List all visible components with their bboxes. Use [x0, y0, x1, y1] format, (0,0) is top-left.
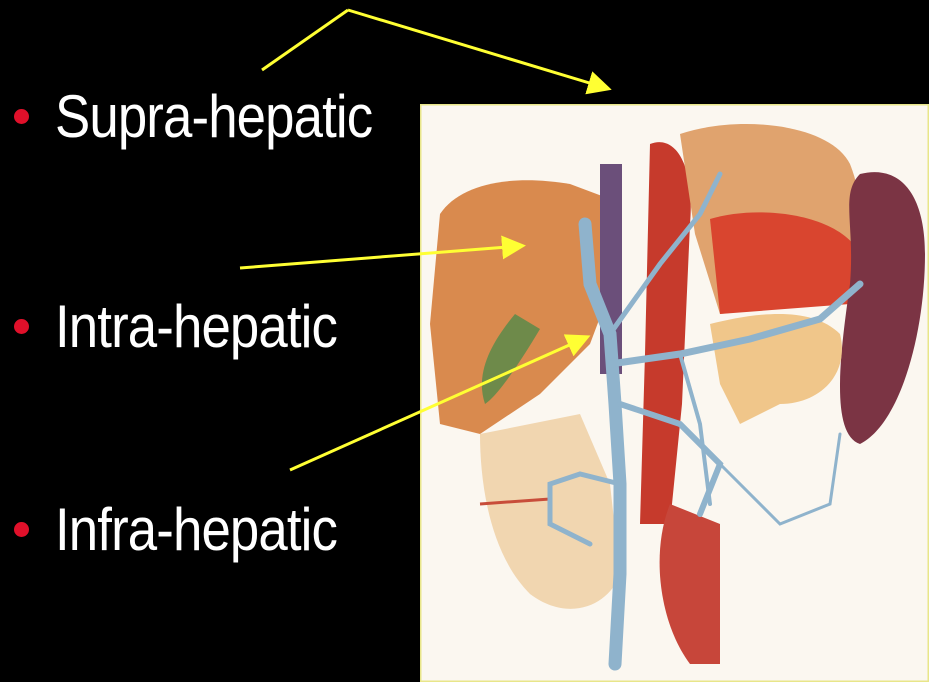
anatomy-illustration [420, 104, 929, 682]
bullet-label-intra-hepatic: Intra-hepatic [55, 292, 337, 361]
arrow-supra-stem [262, 10, 348, 70]
bullet-label-supra-hepatic: Supra-hepatic [55, 82, 372, 151]
bullet-dot [14, 319, 29, 334]
bullet-infra-hepatic: Infra-hepatic [14, 495, 376, 564]
bullet-dot [14, 109, 29, 124]
bullet-label-infra-hepatic: Infra-hepatic [55, 495, 337, 564]
arrow-supra-hepatic [348, 10, 606, 88]
bullet-supra-hepatic: Supra-hepatic [14, 82, 416, 151]
bullet-dot [14, 522, 29, 537]
bullet-intra-hepatic: Intra-hepatic [14, 292, 376, 361]
